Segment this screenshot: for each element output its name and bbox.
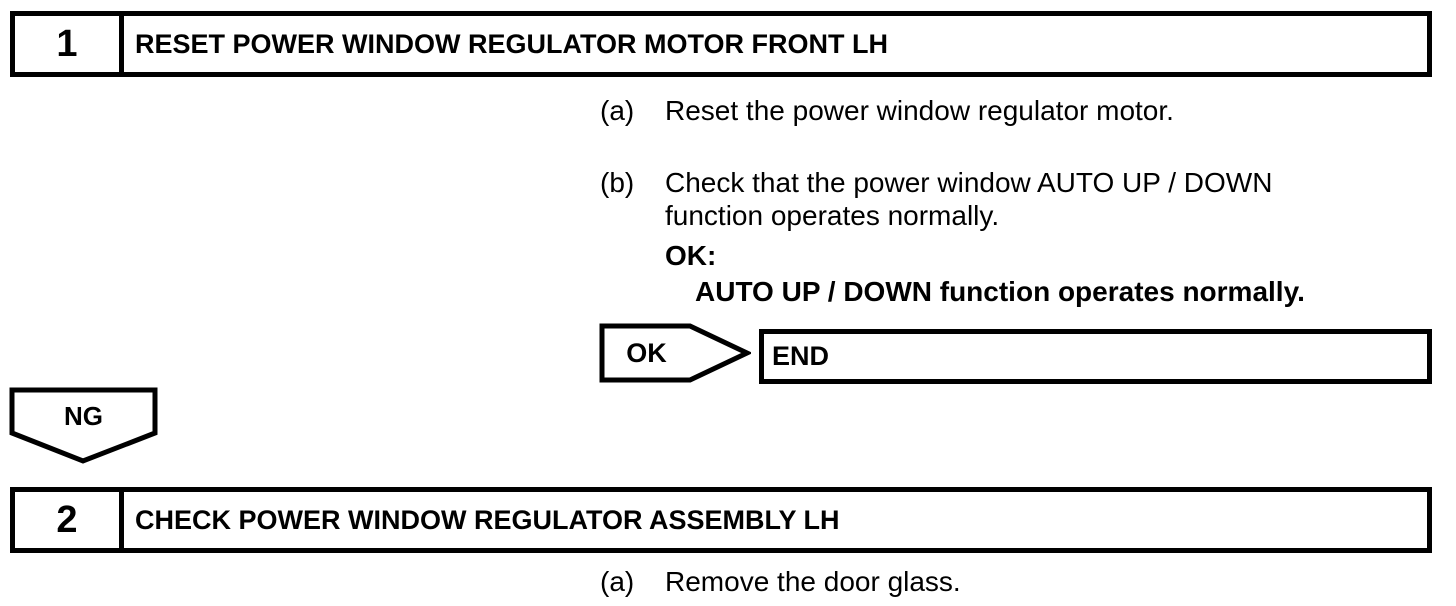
ng-connector-icon [9,387,158,464]
step-1-number: 1 [15,16,124,72]
step-1-instruction-b-marker: (b) [600,167,635,198]
step-1-header: 1 RESET POWER WINDOW REGULATOR MOTOR FRO… [10,11,1432,77]
step-1-instruction-a-marker: (a) [600,95,635,126]
ok-connector-arrow-icon [599,323,751,383]
step-2-number: 2 [15,492,124,548]
ok-connector-label: OK [626,338,667,368]
end-action-box: END [759,329,1432,384]
step-1-title: RESET POWER WINDOW REGULATOR MOTOR FRONT… [135,28,888,59]
step-2-instruction-a-marker: (a) [600,566,635,597]
ng-connector-label: NG [64,401,103,431]
step-1-instruction-a-text: Reset the power window regulator motor. [665,95,1174,126]
step-2-title: CHECK POWER WINDOW REGULATOR ASSEMBLY LH [135,504,840,535]
ng-connector-shape: NG [9,387,159,465]
step-2-header: 2 CHECK POWER WINDOW REGULATOR ASSEMBLY … [10,487,1432,553]
ok-condition-heading: OK: [665,240,717,271]
ok-condition-result: AUTO UP / DOWN function operates normall… [695,276,1305,307]
ok-connector-arrow: OK [599,323,751,383]
step-2-instruction-a-text: Remove the door glass. [665,566,961,597]
step-1-instruction-b-text-line1: Check that the power window AUTO UP / DO… [665,167,1273,198]
step-1-instruction-b-text-line2: function operates normally. [665,200,1000,231]
end-action-label: END [772,341,830,371]
